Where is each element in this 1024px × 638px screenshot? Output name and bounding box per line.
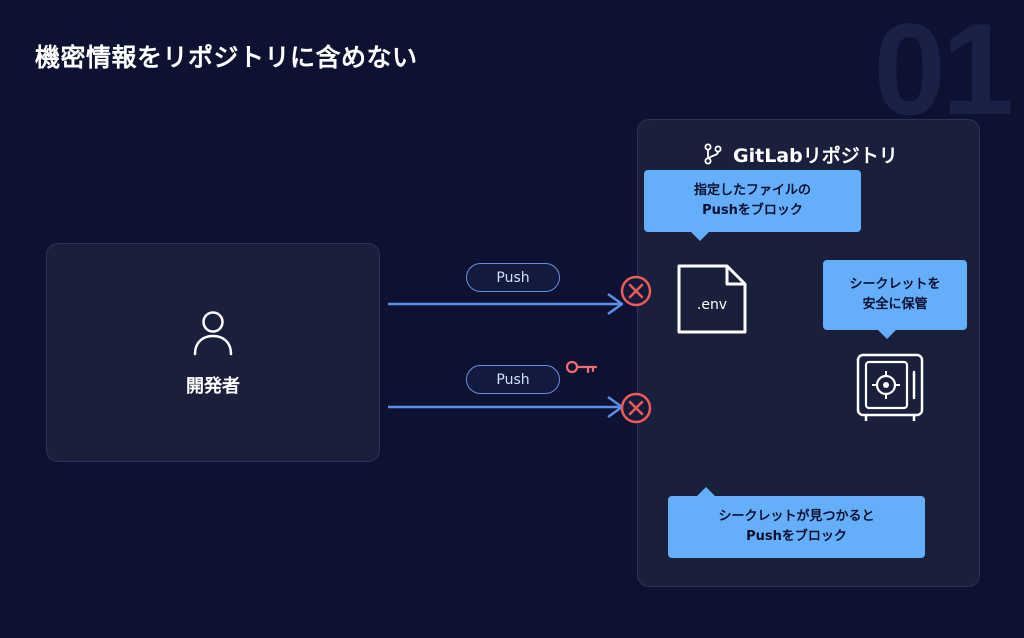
push-pill: Push xyxy=(466,263,560,292)
safe-icon xyxy=(856,353,924,421)
callout-line: Pushをブロック xyxy=(702,203,803,218)
push-arrow xyxy=(388,395,624,419)
callout-line: シークレットを xyxy=(849,277,941,292)
callout-line: 安全に保管 xyxy=(862,297,928,312)
key-icon xyxy=(565,360,598,374)
callout-env-block: 指定したファイルの Pushをブロック xyxy=(644,170,861,232)
blocked-icon xyxy=(620,392,652,424)
user-icon xyxy=(193,311,233,356)
repository-title: GitLabリポジトリ xyxy=(733,144,898,167)
callout-line: 指定したファイルの xyxy=(693,183,811,198)
env-file-icon xyxy=(677,264,747,334)
push-pill: Push xyxy=(466,365,560,394)
developer-panel xyxy=(46,243,380,462)
developer-label: 開発者 xyxy=(186,376,240,397)
callout-line: シークレットが見つかると xyxy=(718,509,875,524)
git-branch-icon xyxy=(704,143,722,165)
callout-pointer xyxy=(697,487,715,496)
repository-header: GitLabリポジトリ xyxy=(703,141,898,167)
slide-number: 01 xyxy=(873,0,1014,142)
blocked-icon xyxy=(620,275,652,307)
page-title: 機密情報をリポジトリに含めない xyxy=(35,43,418,72)
callout-secret-storage: シークレットを 安全に保管 xyxy=(823,260,967,330)
push-arrow xyxy=(388,292,624,316)
env-file-label: .env xyxy=(697,297,727,313)
callout-pointer xyxy=(691,232,709,241)
callout-secret-detection: シークレットが見つかると Pushをブロック xyxy=(668,496,925,558)
callout-line: Pushをブロック xyxy=(746,529,847,544)
callout-pointer xyxy=(878,330,896,339)
